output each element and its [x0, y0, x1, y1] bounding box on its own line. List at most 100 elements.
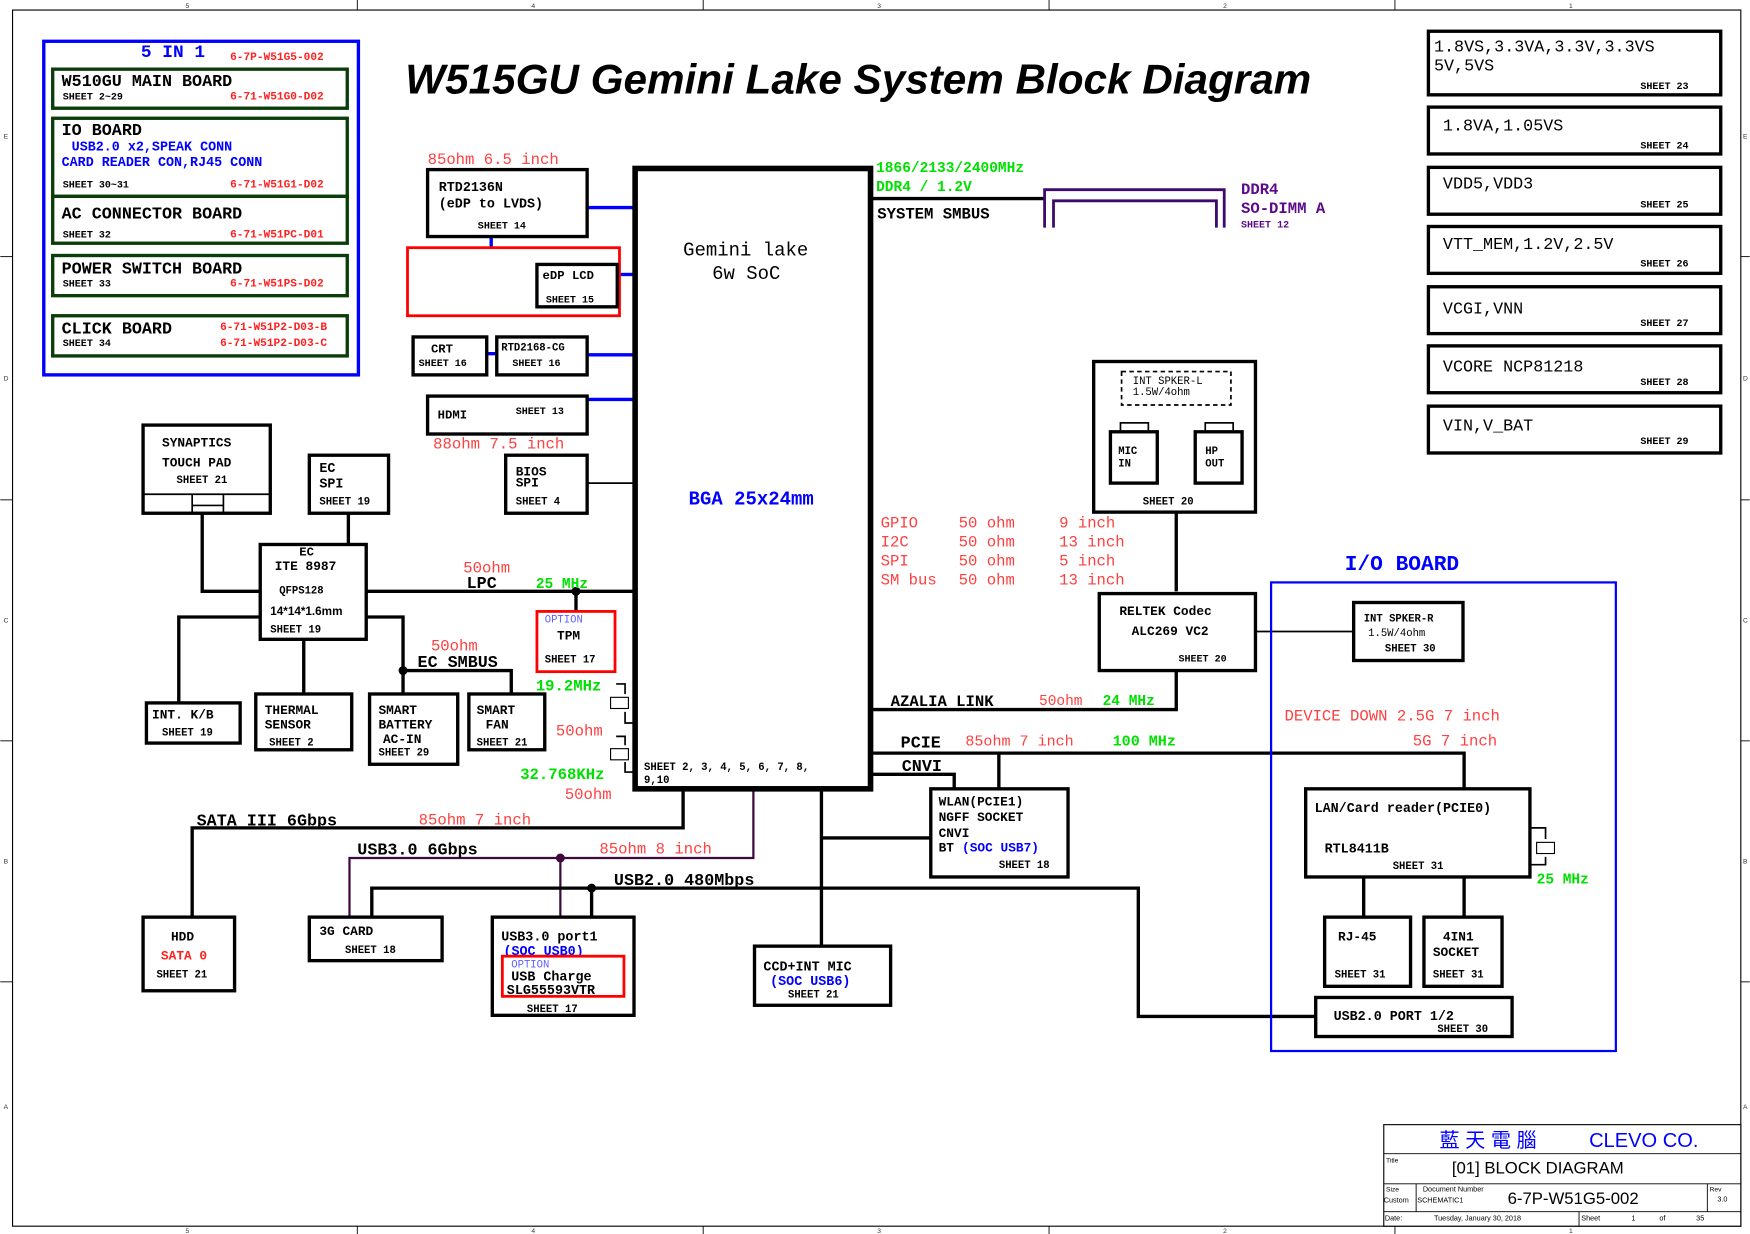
five-in-one-heading: 5 IN 1	[141, 43, 205, 63]
io-board-title: I/O BOARD	[1345, 553, 1459, 577]
ec-chip-sheet: SHEET 19	[270, 625, 321, 637]
battery-label: AC-IN	[383, 732, 421, 747]
power-rail-sheet: SHEET 26	[1640, 260, 1688, 271]
thermal-sheet: SHEET 2	[269, 737, 313, 749]
impedance-bus: GPIO	[881, 515, 918, 533]
usb3-port-sheet: SHEET 17	[527, 1004, 578, 1016]
frame-col-label: 1	[1569, 3, 1573, 10]
rtd2136-sheet: SHEET 14	[478, 222, 526, 233]
hp-out-jack: HP	[1205, 446, 1218, 458]
sata-impedance: 85ohm 7 inch	[419, 812, 531, 830]
usb3-impedance: 85ohm 8 inch	[599, 841, 711, 859]
hdmi-sheet: SHEET 13	[516, 407, 564, 418]
impedance-length: 5 inch	[1059, 553, 1115, 571]
thermal-label: THERMAL	[265, 703, 319, 718]
of-label: of	[1659, 1214, 1666, 1223]
size-field-label: Size	[1386, 1187, 1399, 1194]
five-in-one-part: 6-7P-W51G5-002	[230, 52, 324, 64]
power-rail-sheet: SHEET 27	[1640, 319, 1688, 330]
touchpad-label: TOUCH PAD	[162, 455, 232, 470]
card-socket-sheet: SHEET 31	[1433, 969, 1484, 981]
pcie-label: PCIE	[901, 735, 941, 754]
crt-label: CRT	[431, 343, 453, 357]
date-field-label: Date:	[1385, 1214, 1402, 1223]
jack-sheet: SHEET 20	[1143, 496, 1194, 508]
card-socket-label: 4IN1	[1443, 930, 1474, 945]
frame-row-label: A	[1743, 1104, 1748, 1111]
codec-sheet: SHEET 20	[1178, 655, 1226, 666]
title-field-label: Title	[1386, 1158, 1399, 1165]
board-part: 6-71-W51PS-D02	[230, 279, 324, 291]
ec-smbus-label: EC SMBUS	[418, 654, 498, 673]
wlan-label: WLAN(PCIE1)	[939, 795, 1024, 810]
tpm-option: OPTION	[545, 615, 583, 627]
lpc-label: LPC	[467, 575, 497, 594]
frame-row-label: B	[4, 859, 9, 866]
board-name: AC CONNECTOR BOARD	[62, 206, 243, 225]
power-rail-label: 5V,5VS	[1434, 57, 1494, 76]
battery-label: BATTERY	[378, 718, 432, 733]
impedance-table: GPIO 50 ohm 9 inch I2C 50 ohm 13 inch SP…	[881, 515, 1125, 590]
frame-row-label: D	[4, 375, 9, 382]
fan-sheet: SHEET 21	[477, 737, 528, 749]
size-value: Custom	[1384, 1196, 1409, 1205]
ccd-sheet: SHEET 21	[788, 989, 839, 1001]
lpc-frequency: 25 MHz	[536, 577, 588, 593]
mic-in-jack: IN	[1118, 458, 1131, 470]
soc-package: BGA 25x24mm	[689, 488, 814, 510]
impedance-bus: SPI	[881, 553, 909, 571]
pcie-impedance: 85ohm 7 inch	[965, 732, 1073, 750]
usb3-label: USB3.0 6Gbps	[357, 842, 477, 861]
drawing-title: [01] BLOCK DIAGRAM	[1452, 1159, 1624, 1178]
hdd-label: HDD	[171, 930, 194, 945]
int-speaker-r: 1.5W/4ohm	[1368, 628, 1425, 640]
fan-label: FAN	[486, 718, 509, 733]
ddr-frequency: 1866/2133/2400MHz	[876, 161, 1024, 177]
azalia-label: AZALIA LINK	[891, 693, 995, 711]
board-part: 6-71-W51G1-D02	[230, 179, 324, 191]
sheet-number: 1	[1631, 1214, 1635, 1223]
hp-out-jack: OUT	[1205, 458, 1225, 470]
battery-sheet: SHEET 29	[378, 747, 429, 759]
ec-chip-label: EC	[299, 546, 314, 560]
five-in-one-panel: 5 IN 1 6-7P-W51G5-002 W510GU MAIN BOARD …	[42, 39, 361, 377]
frame-col-label: 3	[877, 1228, 881, 1234]
pcie-frequency: 100 MHz	[1113, 732, 1176, 750]
frame-row-label: E	[1743, 133, 1748, 140]
board-part: 6-71-W51PC-D01	[230, 230, 324, 242]
ccd-soc: (SOC USB6)	[770, 975, 850, 990]
ec-chip-label: ITE 8987	[275, 559, 337, 574]
lan-crystal: 25 MHz	[1537, 873, 1589, 889]
revision: 3.0	[1717, 1195, 1727, 1204]
board-part: 6-71-W51P2-D03-B	[220, 322, 327, 334]
rtd2168-label: RTD2168-CG	[501, 342, 564, 354]
frame-col-label: 5	[185, 3, 189, 10]
crystal-frequency: 19.2MHz	[536, 678, 602, 696]
hdmi-impedance: 88ohm 7.5 inch	[433, 436, 564, 454]
title-block: 藍 天 電 腦 CLEVO CO. Title [01] BLOCK DIAGR…	[1383, 1124, 1742, 1227]
ccd-label: CCD+INT MIC	[763, 961, 851, 976]
ec-group: SYNAPTICS TOUCH PAD SHEET 21 EC SPI SHEE…	[141, 423, 617, 804]
pcie-group: PCIE 85ohm 7 inch 100 MHz CNVI WLAN(PCIE…	[901, 732, 1176, 879]
ddr-type: DDR4 / 1.2V	[876, 180, 972, 196]
device-down-note: DEVICE DOWN 2.5G 7 inch	[1284, 708, 1499, 726]
keyboard-sheet: SHEET 19	[162, 727, 213, 739]
power-rail-sheet: SHEET 24	[1640, 141, 1688, 152]
frame-row-label: D	[1743, 375, 1748, 382]
power-rail-label: VTT_MEM,1.2V,2.5V	[1443, 236, 1614, 255]
dimm-label: DDR4	[1241, 181, 1278, 199]
frame-col-label: 4	[531, 3, 535, 10]
bios-spi-label: BIOS	[516, 464, 547, 479]
impedance-length: 13 inch	[1059, 572, 1125, 590]
usb2-label: USB2.0 480Mbps	[614, 872, 754, 891]
thermal-label: SENSOR	[265, 718, 311, 733]
crystal-impedance: 50ohm	[565, 786, 612, 804]
usb-charge-chip: SLG55593VTR	[507, 984, 596, 999]
docnum-sub: SCHEMATIC1	[1417, 1196, 1463, 1205]
wlan-sheet: SHEET 18	[999, 860, 1050, 872]
docnum-field-label: Document Number	[1423, 1185, 1484, 1194]
usb-charge-option: OPTION	[511, 959, 549, 971]
hdd-port: SATA 0	[161, 949, 207, 964]
ec-smbus-impedance: 50ohm	[431, 637, 478, 655]
